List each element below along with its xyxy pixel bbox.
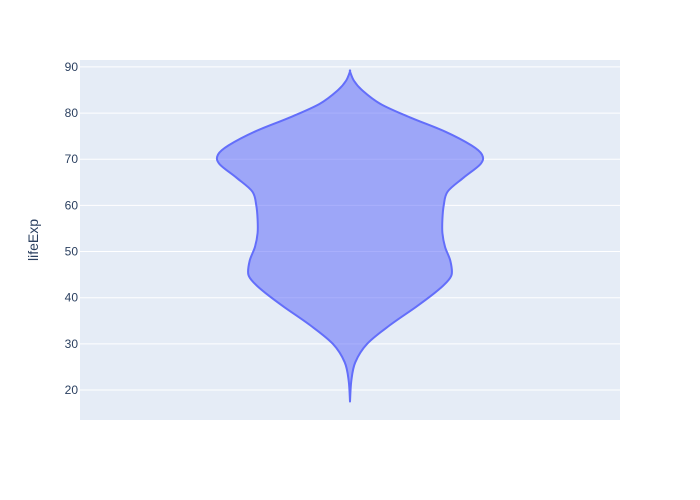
y-tick-label: 40	[65, 291, 79, 305]
y-tick-label: 90	[65, 60, 79, 74]
violin-series	[215, 69, 485, 403]
y-tick-label: 60	[65, 198, 79, 212]
y-tick-label: 30	[65, 337, 79, 351]
violin-body	[215, 69, 485, 403]
y-tick-label: 20	[65, 383, 79, 397]
y-tick-label: 50	[65, 245, 79, 259]
y-tick-label: 80	[65, 106, 79, 120]
y-axis-title: lifeExp	[25, 219, 41, 261]
y-tick-label: 70	[65, 152, 79, 166]
y-axis-ticks: 20 30 40 50 60 70 80 90	[65, 60, 79, 397]
